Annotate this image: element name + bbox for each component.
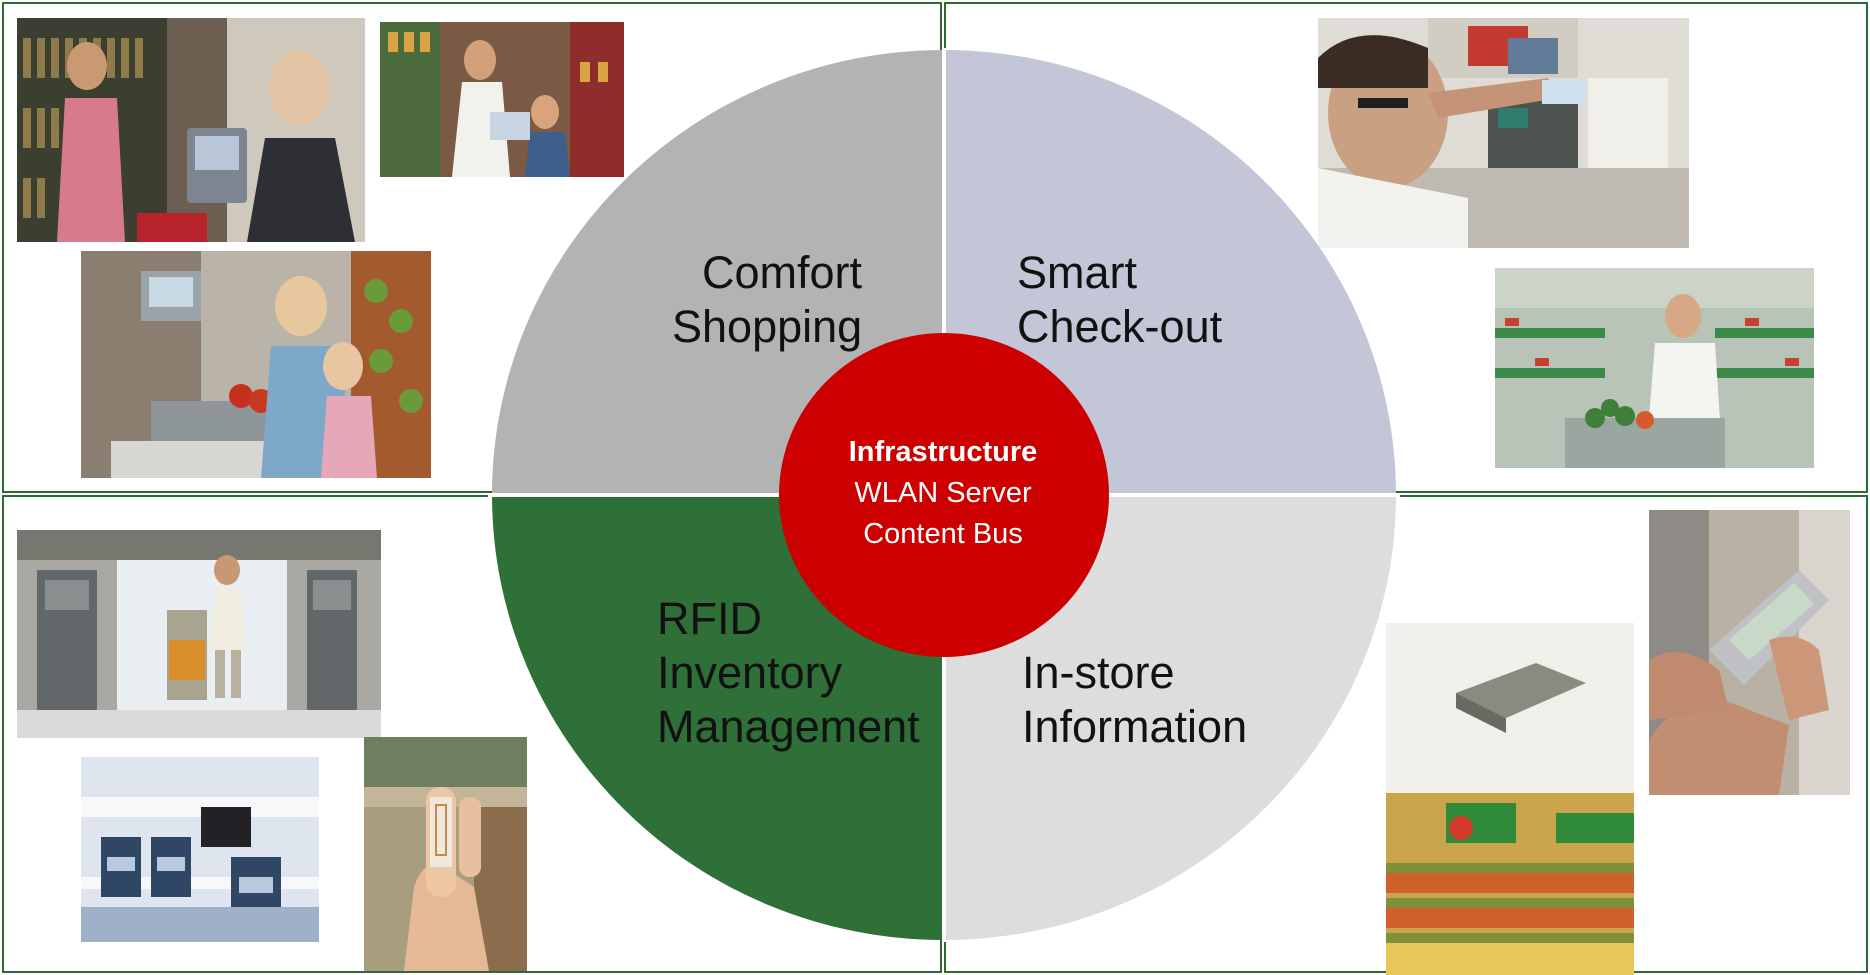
label-line: Shopping [672, 301, 863, 352]
self-checkout-card-photo [1318, 18, 1689, 248]
label-line: RFID [657, 593, 762, 644]
kiosk-shopper-photo [17, 18, 365, 242]
infrastructure-hub [779, 333, 1109, 657]
shopper-with-cart-photo [1495, 268, 1814, 468]
label-line: Information [1022, 701, 1248, 752]
label-line: Management [657, 701, 920, 752]
hub-line: Content Bus [863, 518, 1023, 550]
label-line: Comfort [702, 247, 863, 298]
ceiling-access-point-photo [1386, 623, 1634, 975]
label-in-store-information: In-store Information [1022, 646, 1247, 754]
handheld-device-photo [1649, 510, 1850, 795]
shopping-cart-photo [380, 22, 624, 177]
warehouse-gate-photo [17, 530, 381, 738]
label-line: Check-out [1017, 301, 1223, 352]
label-line: Inventory [657, 647, 843, 698]
rfid-tag-photo [364, 737, 527, 971]
label-rfid-inventory-management: RFID Inventory Management [657, 592, 920, 754]
label-comfort-shopping: Comfort Shopping [672, 246, 862, 354]
hub-title: Infrastructure [848, 436, 1038, 468]
hub-text: Infrastructure WLAN Server Content Bus [779, 432, 1107, 555]
hub-line: WLAN Server [854, 477, 1032, 509]
label-line: In-store [1022, 647, 1175, 698]
label-line: Smart [1017, 247, 1138, 298]
shelf-reader-photo [81, 757, 319, 942]
produce-scale-photo [81, 251, 431, 478]
label-smart-check-out: Smart Check-out [1017, 246, 1222, 354]
